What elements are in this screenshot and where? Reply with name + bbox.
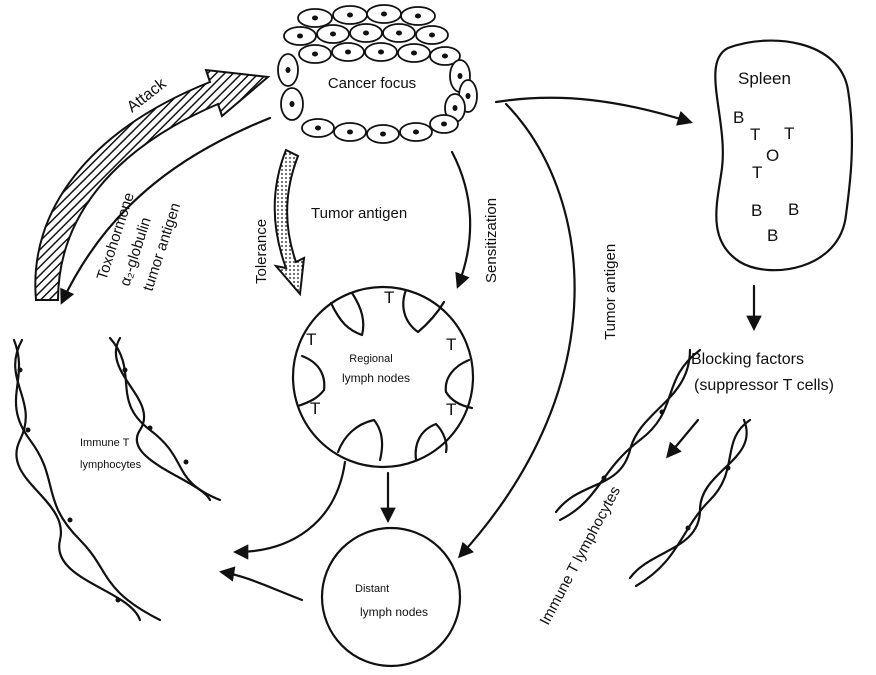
regional-lymph-nodes: T T T T T Regional lymph nodes (291, 285, 475, 469)
spleen: Spleen B T T O T B B B (714, 39, 854, 272)
spleen-t-cell: T (752, 163, 762, 182)
toxohormone-arrow (60, 116, 272, 305)
blocking-label-line2: (suppressor T cells) (694, 377, 834, 394)
node-t-cell: T (306, 330, 316, 349)
immune-left-label-line1: Immune T (80, 437, 130, 449)
blocking-label-line1: Blocking factors (691, 351, 804, 368)
node-t-cells: T T T T T (306, 288, 456, 419)
spleen-t-cell: T (750, 125, 760, 144)
node-t-cell: T (310, 399, 320, 418)
spleen-t-cell: T (784, 124, 794, 143)
sensitization-arrow (450, 150, 472, 289)
node-t-cell: T (446, 335, 456, 354)
immune-t-lymphocytes-right (554, 348, 752, 588)
spleen-b-cell: B (733, 108, 744, 127)
distant-lymph-nodes: Distant lymph nodes (320, 526, 462, 668)
attack-arrow (34, 68, 271, 301)
spleen-b-cell: B (767, 226, 778, 245)
distant-label-line1: Distant (355, 583, 389, 595)
toxohormone-label: Toxohormone α₂-globulin tumor antigen (94, 191, 185, 294)
blocking-arrow (666, 418, 700, 459)
tolerance-arrow (273, 148, 306, 297)
regional-label-line2: lymph nodes (342, 371, 410, 385)
tumor-antigen-center-label: Tumor antigen (311, 205, 407, 222)
svg-text:tumor antigen: tumor antigen (140, 201, 185, 293)
node-t-cell: T (446, 400, 456, 419)
spleen-o-cell: O (766, 146, 779, 165)
cancer-focus: Cancer focus (277, 4, 478, 144)
cancer-to-spleen-arrow (494, 96, 693, 126)
immune-left-label-line2: lymphocytes (80, 459, 142, 471)
cancer-focus-label: Cancer focus (328, 75, 416, 92)
regional-to-immune-arrow (232, 460, 347, 560)
cancer-cells (277, 4, 478, 144)
sensitization-label: Sensitization (483, 198, 500, 283)
regional-label-line1: Regional (349, 353, 392, 365)
spleen-b-cell: B (788, 200, 799, 219)
node-t-cell: T (384, 288, 394, 307)
immune-t-lymphocytes-left (12, 336, 222, 622)
tumor-antigen-long-arrow (457, 102, 576, 559)
spleen-cells: B T T O T B B B (733, 108, 799, 245)
spleen-label: Spleen (738, 69, 791, 88)
tumor-antigen-long-label: Tumor antigen (602, 244, 619, 340)
spleen-b-cell: B (751, 201, 762, 220)
distant-to-immune-arrow (218, 566, 304, 602)
distant-label-line2: lymph nodes (360, 605, 428, 619)
tolerance-label: Tolerance (253, 219, 270, 284)
